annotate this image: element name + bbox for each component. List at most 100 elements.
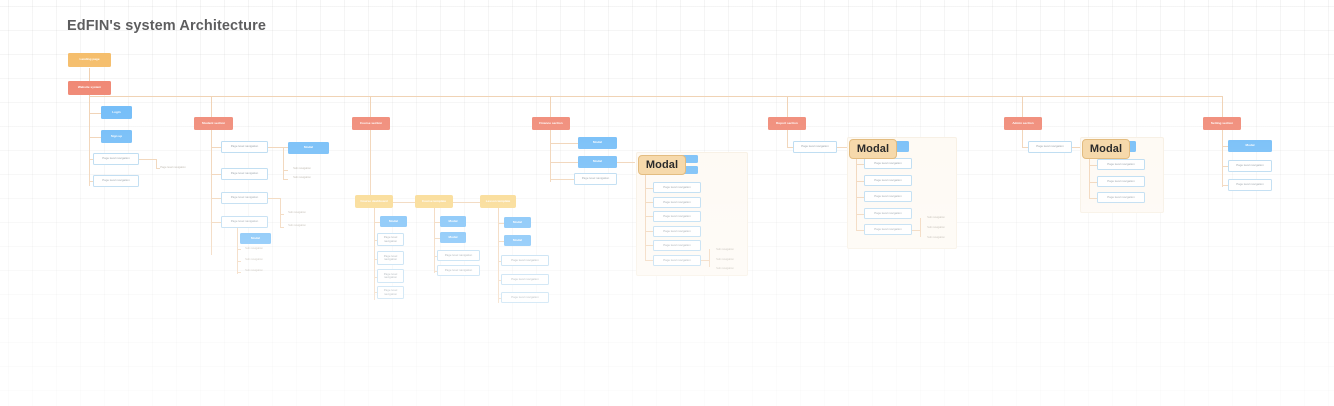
node-course-section[interactable]: Course section bbox=[352, 117, 390, 130]
node-landing-page[interactable]: Landing page bbox=[68, 53, 111, 67]
connector bbox=[1089, 165, 1097, 166]
connector bbox=[856, 164, 864, 165]
connector bbox=[370, 130, 371, 202]
node-modal[interactable]: Modal bbox=[1228, 140, 1272, 152]
node-page-nav[interactable]: Page level navigation bbox=[437, 265, 480, 276]
connector bbox=[283, 147, 284, 179]
connector bbox=[701, 260, 709, 261]
node-course-template[interactable]: Course template bbox=[415, 195, 453, 208]
node-modal[interactable]: Modal bbox=[578, 137, 617, 149]
connector bbox=[645, 231, 653, 232]
node-page-nav[interactable]: Page level navigation bbox=[653, 226, 701, 237]
node-page-nav[interactable]: Page level navigation bbox=[864, 175, 912, 186]
connector bbox=[645, 216, 653, 217]
label-sub-nav: Sub navigation bbox=[716, 257, 734, 261]
node-page-nav[interactable]: Page level navigation bbox=[221, 192, 268, 204]
connector bbox=[211, 222, 221, 223]
node-page-nav[interactable]: Page level navigation bbox=[653, 197, 701, 208]
connector bbox=[856, 230, 864, 231]
connector bbox=[268, 147, 288, 148]
node-modal[interactable]: Modal bbox=[380, 216, 407, 227]
node-page-nav[interactable]: Page level navigation bbox=[864, 191, 912, 202]
modal-badge: Modal bbox=[1082, 139, 1130, 159]
node-page-nav[interactable]: Page level navigation bbox=[377, 269, 404, 283]
connector bbox=[550, 130, 551, 182]
connector bbox=[856, 214, 864, 215]
modal-badge: Modal bbox=[849, 139, 897, 159]
connector bbox=[550, 162, 578, 163]
node-page-nav[interactable]: Page level navigation bbox=[793, 141, 837, 153]
node-page-nav[interactable]: Page level navigation bbox=[653, 240, 701, 251]
node-page-nav[interactable]: Page level navigation bbox=[864, 224, 912, 235]
connector bbox=[1089, 182, 1097, 183]
node-page-nav[interactable]: Page level navigation bbox=[653, 255, 701, 266]
connector bbox=[856, 157, 857, 231]
connector bbox=[211, 174, 221, 175]
label-sub-nav: Sub navigation bbox=[927, 215, 945, 219]
connector bbox=[89, 113, 101, 114]
node-modal[interactable]: Modal bbox=[578, 156, 617, 168]
node-page-nav[interactable]: Page level navigation bbox=[1228, 179, 1272, 191]
connector bbox=[645, 173, 646, 261]
connector bbox=[156, 159, 157, 168]
node-page-nav[interactable]: Page level navigation bbox=[221, 141, 268, 153]
label-sub-nav: Sub navigation bbox=[288, 211, 306, 215]
node-page-nav[interactable]: Page level navigation bbox=[1097, 176, 1145, 187]
connector bbox=[1089, 198, 1097, 199]
connector bbox=[1222, 130, 1223, 187]
node-finance-section[interactable]: Finance section bbox=[532, 117, 570, 130]
node-signup[interactable]: Sign up bbox=[101, 130, 132, 143]
node-setting-section[interactable]: Setting section bbox=[1203, 117, 1241, 130]
node-student-section[interactable]: Student section bbox=[194, 117, 233, 130]
connector bbox=[645, 202, 653, 203]
node-page-nav[interactable]: Page level navigation bbox=[93, 153, 139, 165]
node-modal[interactable]: Modal bbox=[504, 217, 531, 228]
label-sub-nav: Sub navigation bbox=[716, 266, 734, 270]
connector bbox=[645, 188, 653, 189]
node-page-nav[interactable]: Page level navigation bbox=[221, 216, 268, 228]
node-modal[interactable]: Modal bbox=[504, 235, 531, 246]
node-page-nav[interactable]: Page level navigation bbox=[377, 251, 404, 265]
connector bbox=[280, 198, 281, 228]
node-page-nav[interactable]: Page level navigation bbox=[501, 292, 549, 303]
node-page-nav[interactable]: Page level navigation bbox=[1097, 192, 1145, 203]
node-login[interactable]: Login bbox=[101, 106, 132, 119]
node-page-nav[interactable]: Page level navigation bbox=[1228, 160, 1272, 172]
node-website-system[interactable]: Website system bbox=[68, 81, 111, 95]
connector bbox=[645, 260, 653, 261]
node-page-nav[interactable]: Page level navigation bbox=[864, 158, 912, 169]
label-sub-nav: Sub navigation bbox=[245, 247, 263, 251]
connector bbox=[434, 208, 435, 273]
node-page-nav[interactable]: Page level navigation bbox=[501, 274, 549, 285]
label-sub-nav: Sub navigation bbox=[927, 235, 945, 239]
label-sub-nav: Sub navigation bbox=[293, 176, 311, 180]
connector bbox=[550, 143, 578, 144]
connector bbox=[856, 181, 864, 182]
connector bbox=[856, 197, 864, 198]
node-lesson-template[interactable]: Lesson template bbox=[480, 195, 516, 208]
node-modal[interactable]: Modal bbox=[440, 232, 466, 243]
node-page-nav[interactable]: Page level navigation bbox=[1097, 159, 1145, 170]
label-page-nav: Page level navigation bbox=[160, 165, 186, 169]
label-sub-nav: Sub navigation bbox=[716, 247, 734, 251]
node-modal[interactable]: Modal bbox=[240, 233, 271, 244]
node-admin-section[interactable]: Admin section bbox=[1004, 117, 1042, 130]
label-sub-nav: Sub navigation bbox=[245, 269, 263, 273]
node-modal[interactable]: Modal bbox=[440, 216, 466, 227]
node-page-nav[interactable]: Page level navigation bbox=[93, 175, 139, 187]
connector bbox=[787, 130, 788, 147]
node-page-nav[interactable]: Page level navigation bbox=[377, 286, 404, 299]
node-course-dashboard[interactable]: Course dashboard bbox=[355, 195, 393, 208]
node-modal[interactable]: Modal bbox=[288, 142, 329, 154]
node-page-nav[interactable]: Page level navigation bbox=[1028, 141, 1072, 153]
node-page-nav[interactable]: Page level navigation bbox=[653, 211, 701, 222]
label-sub-nav: Sub navigation bbox=[293, 167, 311, 171]
node-page-nav[interactable]: Page level navigation bbox=[574, 173, 617, 185]
node-page-nav[interactable]: Page level navigation bbox=[653, 182, 701, 193]
node-report-section[interactable]: Report section bbox=[768, 117, 806, 130]
node-page-nav[interactable]: Page level navigation bbox=[437, 250, 480, 261]
node-page-nav[interactable]: Page level navigation bbox=[864, 208, 912, 219]
node-page-nav[interactable]: Page level navigation bbox=[501, 255, 549, 266]
node-page-nav[interactable]: Page level navigation bbox=[377, 233, 404, 246]
node-page-nav[interactable]: Page level navigation bbox=[221, 168, 268, 180]
